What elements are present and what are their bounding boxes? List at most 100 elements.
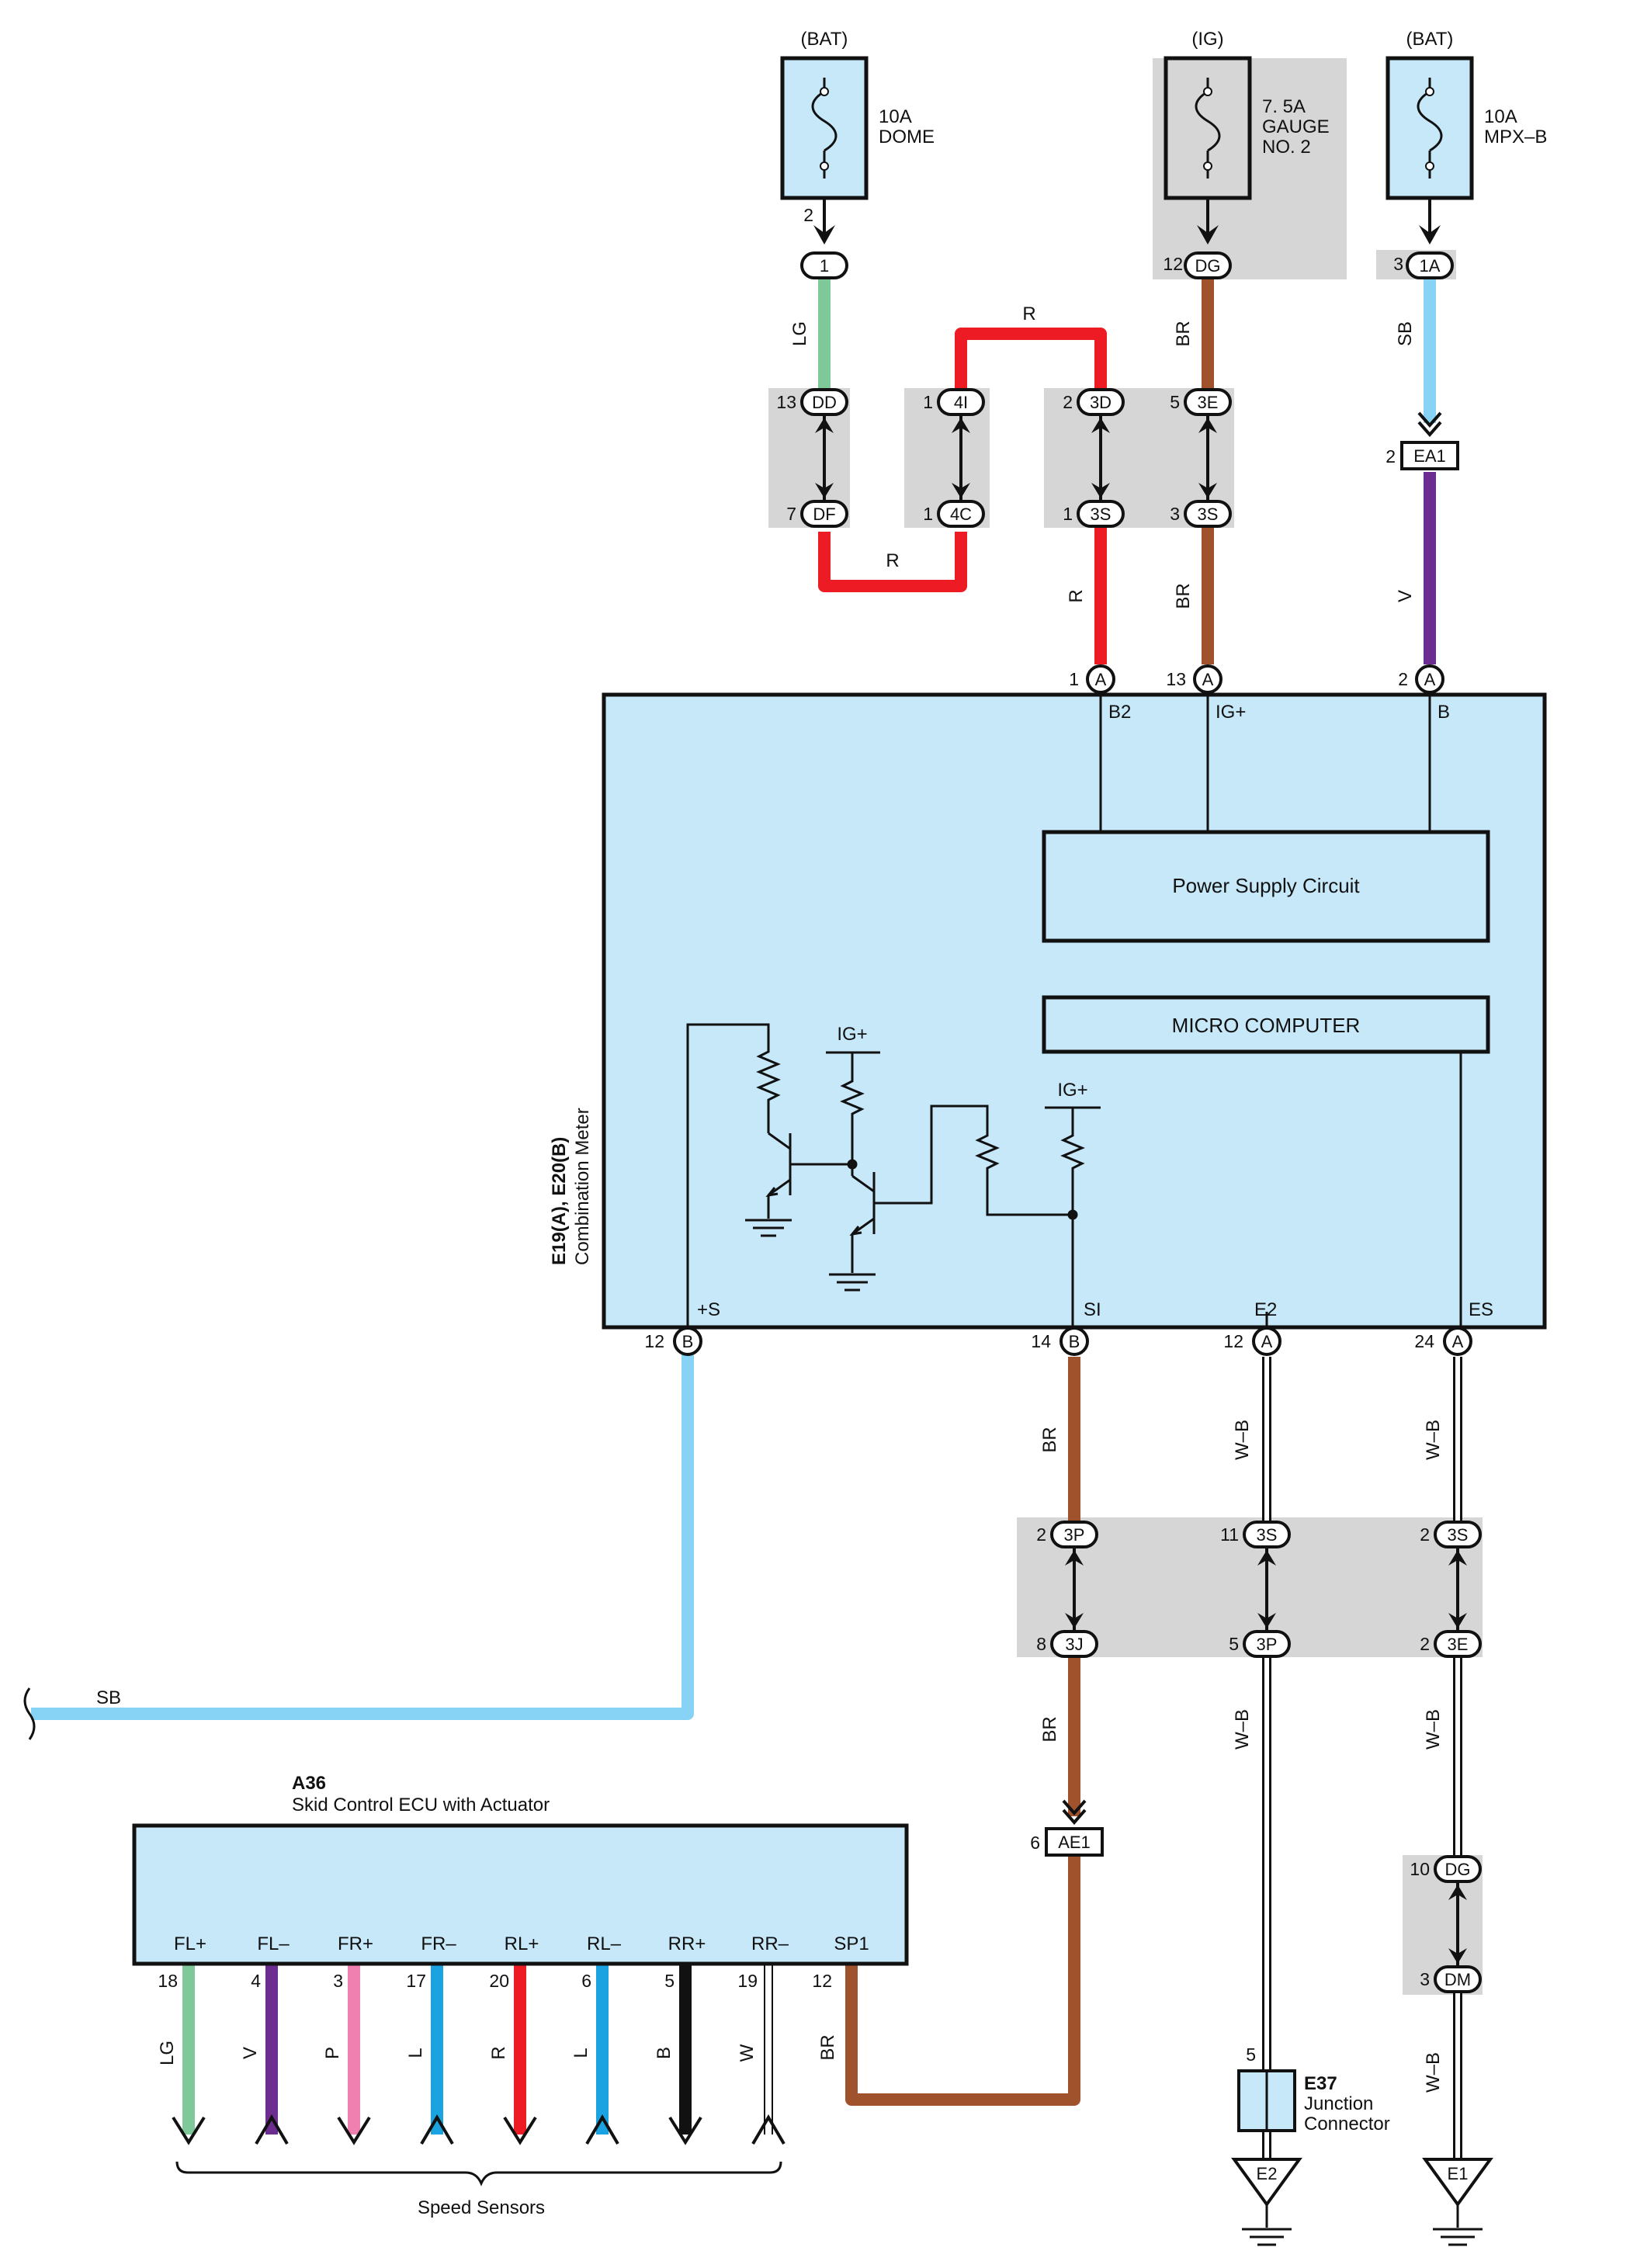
grounds: E2 E1: [1231, 2158, 1493, 2246]
wire-label-br-lower2: BR: [1039, 1716, 1060, 1742]
fuse-mpxb-name: MPX–B: [1484, 127, 1547, 147]
svg-text:AE1: AE1: [1058, 1833, 1091, 1852]
connector-ea1-pin: 2: [1386, 446, 1396, 466]
svg-text:2: 2: [1398, 669, 1408, 689]
svg-text:8: 8: [1036, 1634, 1046, 1654]
speed-input-circuit-icon: [686, 1023, 1101, 1327]
junction-dg-dm-down-arrow-icon: [1448, 1948, 1467, 1964]
ecu-terminal-wire: B: [654, 2047, 675, 2059]
junction-4i-4c-up-arrow-icon: [952, 418, 970, 433]
junction-3s-3e-down-arrow-icon: [1448, 1613, 1467, 1628]
svg-text:14: 14: [1031, 1331, 1051, 1351]
ecu-terminal-wire: R: [488, 2046, 509, 2059]
fuse-gauge-name: GAUGE: [1262, 116, 1330, 137]
wire-break-symbol: [23, 1687, 36, 1740]
fuse-mpxb-rating: 10A: [1484, 106, 1517, 127]
ecu-terminal-name: FR+: [338, 1933, 373, 1954]
ecu-terminal-3: FR–17L: [405, 1933, 456, 2145]
meter-name: Combination Meter: [572, 1108, 593, 1265]
ecu-terminal-name: RR+: [668, 1933, 706, 1954]
junction-4i-4c-down-arrow-icon: [952, 483, 970, 498]
wire-r-top-loop: [955, 328, 1107, 388]
svg-text:7: 7: [786, 504, 796, 524]
ae1-arrow-icon: [1062, 1799, 1087, 1826]
wire-label-sb-left: SB: [96, 1687, 121, 1708]
wire-label-wb5: W–B: [1423, 2052, 1444, 2093]
svg-text:3: 3: [1420, 1969, 1430, 1989]
junction-3d-3s-down-arrow-icon: [1091, 483, 1110, 498]
svg-text:DD: DD: [812, 393, 837, 412]
ecu-wire-sp1: BR: [817, 2034, 838, 2060]
svg-text:13: 13: [1166, 669, 1186, 689]
svg-text:5: 5: [1170, 392, 1180, 412]
wire-label-r-bottom: R: [886, 550, 899, 571]
ecu-terminal-name: RL–: [587, 1933, 622, 1954]
micro-computer: MICRO COMPUTER: [1172, 1014, 1361, 1037]
svg-text:4C: 4C: [950, 505, 972, 524]
connector-1a-label: 1A: [1420, 256, 1441, 276]
svg-text:11: 11: [1220, 1524, 1239, 1545]
wire-label-wb3: W–B: [1423, 1420, 1444, 1460]
svg-text:12: 12: [1223, 1331, 1243, 1351]
meter-terminal-es: ES: [1469, 1299, 1493, 1320]
wire-label-wb1: W–B: [1232, 1420, 1253, 1460]
fuse-gauge-pin: 12: [1163, 254, 1183, 274]
fuse-dome-rating: 10A: [879, 106, 912, 127]
fuses: (BAT) 10A DOME 2 (IG) 7. 5A GAUGE NO. 2 …: [780, 29, 1547, 274]
svg-text:Connector: Connector: [1304, 2114, 1390, 2134]
junction-dd-df-up-arrow-icon: [815, 418, 834, 433]
junction-3e-3s-down-arrow-icon: [1198, 483, 1217, 498]
down-arrow-icon: [172, 2116, 206, 2145]
ea1-arrow-icon: [1417, 411, 1442, 438]
wire-label-r-top: R: [1022, 303, 1035, 324]
connector-dg-top-label: DG: [1195, 256, 1221, 276]
svg-text:12: 12: [644, 1331, 664, 1351]
svg-text:A: A: [1452, 1332, 1464, 1351]
meter-terminal-s: +S: [697, 1299, 720, 1320]
wire-label-r-mid: R: [1066, 589, 1087, 602]
svg-text:6: 6: [1030, 1833, 1040, 1853]
ecu-pin-sp1: 12: [812, 1971, 832, 1991]
wire-label-br-lower1: BR: [1039, 1427, 1060, 1452]
junction-dg-dm-up-arrow-icon: [1448, 1885, 1467, 1900]
ecu-terminal-name: RL+: [505, 1933, 539, 1954]
svg-text:3P: 3P: [1064, 1525, 1085, 1545]
speed-sensors-brace: [175, 2161, 782, 2187]
meter-top-pins: A 1 A 13 A 2: [1069, 664, 1444, 694]
svg-text:2: 2: [1063, 392, 1073, 412]
up-arrow-icon: [585, 2114, 619, 2145]
power-supply-circuit: Power Supply Circuit: [1172, 874, 1360, 897]
up-arrow-icon: [255, 2114, 289, 2145]
ecu-terminal-wire: P: [322, 2047, 343, 2059]
meter-code: E19(A), E20(B): [549, 1137, 570, 1265]
junction-3s-3e-up-arrow-icon: [1448, 1550, 1467, 1566]
ecu-terminal-pin: 20: [489, 1971, 509, 1991]
meter-terminal-si: SI: [1084, 1299, 1101, 1320]
junction-3s-3p-down-arrow-icon: [1257, 1613, 1276, 1628]
fuse-gauge-rating: 7. 5A: [1262, 96, 1306, 117]
ecu-terminal-5: RL–6L: [570, 1933, 622, 2145]
ecu-terminal-pin: 19: [737, 1971, 758, 1991]
svg-text:3D: 3D: [1090, 393, 1112, 412]
ecu-terminal-name: RR–: [751, 1933, 789, 1954]
meter-igplus-2: IG+: [1057, 1080, 1087, 1101]
wire-label-lg: LG: [789, 321, 810, 346]
svg-text:Junction: Junction: [1304, 2093, 1373, 2114]
svg-text:B: B: [682, 1332, 694, 1351]
fuse-dome-pin: 2: [803, 205, 813, 225]
wires: [31, 278, 1462, 2159]
ecu-terminal-wire: L: [405, 2048, 426, 2058]
fuse-dome-source: (BAT): [801, 29, 848, 50]
ecu-terminal-pin: 5: [664, 1971, 675, 1991]
connector-ae1: AE1 6: [1030, 1799, 1104, 1857]
combination-meter: A 1 A 13 A 2 B2 IG+ B Power Supply Circu…: [549, 664, 1547, 1356]
ecu-name: Skid Control ECU with Actuator: [292, 1795, 550, 1815]
ground-e2-icon: [1231, 2158, 1302, 2207]
svg-text:3P: 3P: [1257, 1635, 1278, 1654]
